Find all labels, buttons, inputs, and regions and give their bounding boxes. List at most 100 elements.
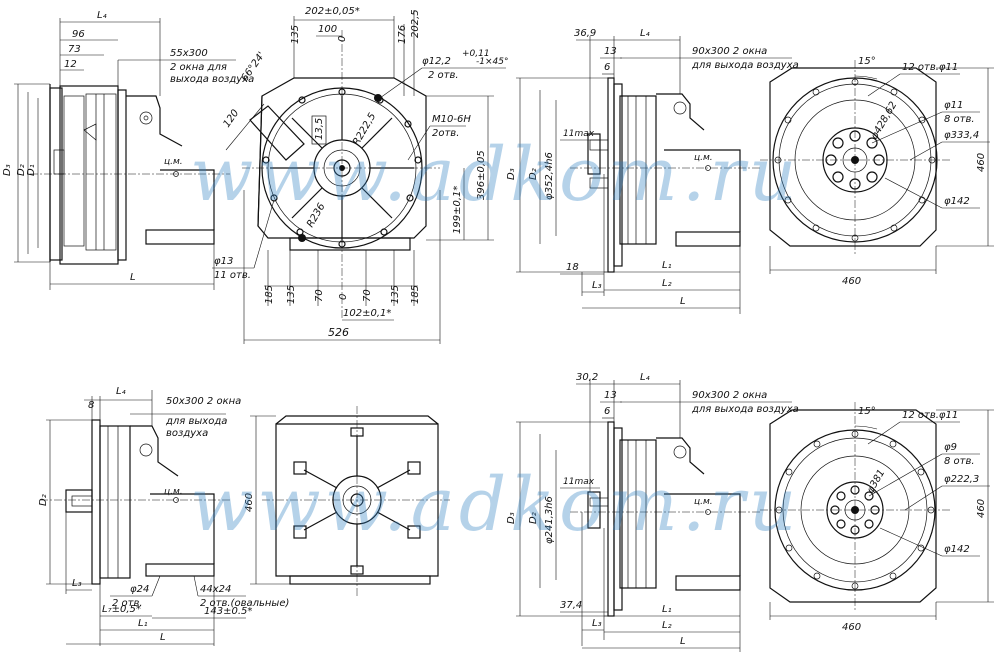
- v7-dim-d3: D₃: [506, 512, 517, 524]
- v2-dim-202: 202±0,05*: [305, 6, 360, 17]
- v6-spokes: [303, 436, 411, 566]
- v2-dim-135-l: 135: [286, 285, 297, 304]
- v2-thread: M10-6H: [432, 114, 471, 125]
- v2-dim-185-r: 185: [410, 285, 421, 304]
- v8-pcd: φ381: [865, 468, 887, 496]
- v3-dim-l4: L₄: [640, 28, 650, 39]
- v5-dim-l7: L₇±0,5*: [102, 604, 141, 615]
- v3-note-air-outlet: для выхода воздуха: [691, 60, 799, 71]
- v5-slot-size: 44x24: [200, 584, 231, 595]
- v2-dim-176: 176: [397, 25, 408, 44]
- v7-dim-d2: D₂: [528, 512, 539, 524]
- v7-dim-30-2: 30,2: [576, 372, 598, 383]
- v3-dim-d3: D₃: [506, 168, 517, 180]
- v8-dia-142: φ142: [944, 544, 970, 555]
- v7-dim-l2: L₂: [662, 620, 672, 631]
- v2-dim-100: 100: [318, 24, 337, 35]
- v6-height-460: 460: [244, 493, 255, 512]
- v1-dim-73: 73: [68, 44, 81, 55]
- v2-dim-0-bot: 0: [338, 294, 349, 300]
- v5-hole24-dia: φ24: [130, 584, 149, 595]
- v7-dim-l4: L₄: [640, 372, 650, 383]
- v3-dim-l: L: [680, 296, 686, 307]
- v4-dia-142: φ142: [944, 196, 970, 207]
- v4-height-460: 460: [976, 153, 987, 172]
- v2-hole13-count: 11 отв.: [214, 270, 251, 281]
- v8-height-460: 460: [976, 499, 987, 518]
- v5-dim-l1: L₁: [138, 618, 148, 629]
- v2-dim-70-r: 70: [362, 289, 373, 302]
- view-7-side-elevation: 30,2 L₄ 13 6 90x300 2 окна для выхода во…: [506, 372, 799, 652]
- view-2-front-elevation: 202±0,05* 100 0 135 176 202,5 66°24' 120…: [212, 6, 508, 344]
- v5-dim-8: 8: [88, 400, 94, 411]
- v8-angle: 15°: [858, 406, 876, 417]
- v3-dim-18: 18: [566, 262, 579, 273]
- v8-holes12: 12 отв.φ11: [902, 410, 958, 421]
- v2-dim-13-5: 13,5: [314, 118, 325, 140]
- v8-dia-222: φ222,3: [944, 474, 979, 485]
- view-6-front-elevation: 460: [244, 406, 450, 596]
- v1-dim-l4: L₄: [97, 10, 107, 21]
- v3-dim-l3: L₃: [592, 280, 602, 291]
- v3-dim-l2: L₂: [662, 278, 672, 289]
- v2-dim-526: 526: [328, 326, 349, 339]
- v1-dim-d2: D₂: [16, 164, 27, 176]
- v2-hole-count: 2 отв.: [428, 70, 459, 81]
- v7-dim-37-4: 37,4: [560, 600, 582, 611]
- v7-dim-11max: 11max: [563, 477, 595, 487]
- v1-dim-12: 12: [64, 59, 77, 70]
- v7-dim-l3: L₃: [592, 618, 602, 629]
- v7-dim-6: 6: [604, 406, 610, 417]
- v3-center-of-mass: ц.м.: [694, 153, 713, 163]
- v5-dim-d2: D₂: [38, 494, 49, 506]
- v2-thread-count: 2отв.: [432, 128, 459, 139]
- v2-bolt-holes: [262, 88, 422, 248]
- v1-dim-l: L: [130, 272, 136, 283]
- v2-hole-chamfer: -1×45°: [476, 57, 508, 67]
- v5-dim-l3: L₃: [72, 578, 82, 589]
- v2-dim-120: 120: [221, 108, 241, 130]
- v2-dim-202-5: 202,5: [410, 9, 421, 38]
- v3-dim-36-9: 36,9: [574, 28, 596, 39]
- v5-note-air-outlet-2: воздуха: [166, 428, 208, 439]
- v2-dim-0-top: 0: [337, 36, 348, 42]
- v4-pcd: φ428,62: [869, 100, 899, 142]
- v1-note-air-outlet: выхода воздуха: [170, 74, 254, 85]
- v4-hole-dia: φ11: [944, 100, 963, 111]
- v1-dim-d1: D₁: [26, 164, 37, 176]
- watermark-top: www.adkom.ru: [190, 132, 800, 218]
- v1-dim-d3: D₃: [2, 164, 13, 176]
- v4-dia-333: φ333,4: [944, 130, 979, 141]
- v2-bottom-dims: [264, 250, 418, 306]
- v7-dim-l: L: [680, 636, 686, 647]
- v1-center-of-mass: ц.м.: [164, 157, 183, 167]
- v1-note-windows: 2 окна для: [170, 62, 227, 73]
- v1-dim-96: 96: [72, 29, 85, 40]
- v8-width-460: 460: [842, 622, 861, 633]
- view-5-side-elevation: 8 L₄ 50x300 2 окна для выхода воздуха D₂…: [38, 386, 289, 646]
- v3-dim-pilot: φ352,4h6: [544, 152, 555, 200]
- v3-dim-11max: 11max: [563, 129, 595, 139]
- v5-hole24-count: 2 отв.: [112, 598, 143, 609]
- v2-dim-135-top: 135: [290, 25, 301, 44]
- v2-dim-102: 102±0,1*: [343, 308, 391, 319]
- v3-dim-l1: L₁: [662, 260, 672, 271]
- v2-hole13-dia: φ13: [214, 256, 233, 267]
- v5-slot-count: 2 отв.(овальные): [200, 598, 289, 609]
- view-3-side-elevation: 36,9 L₄ 13 6 90x300 2 окна для выхода во…: [506, 28, 799, 314]
- v5-note-air-outlet-1: для выхода: [165, 416, 227, 427]
- v7-dim-13: 13: [604, 390, 617, 401]
- v2-hole-tol: +0,11: [462, 49, 490, 59]
- v4-holes12: 12 отв.φ11: [902, 62, 958, 73]
- v5-note-windows: 50x300 2 окна: [166, 396, 241, 407]
- v8-hole-count: 8 отв.: [944, 456, 975, 467]
- v7-dim-l1: L₁: [662, 604, 672, 615]
- v2-dim-396: 396±0,05: [476, 150, 487, 200]
- v5-dim-l4: L₄: [116, 386, 126, 397]
- view-1-side-elevation: L₄ 96 73 12 55x300 2 окна для выхода воз…: [2, 10, 254, 290]
- view-8-front-elevation: 15° 12 отв.φ11 φ9 8 отв. φ381 φ222,3 φ14…: [760, 402, 994, 633]
- v2-dim-135-r: 135: [390, 285, 401, 304]
- v5-dim-l: L: [160, 632, 166, 643]
- v8-hole-dia: φ9: [944, 442, 957, 453]
